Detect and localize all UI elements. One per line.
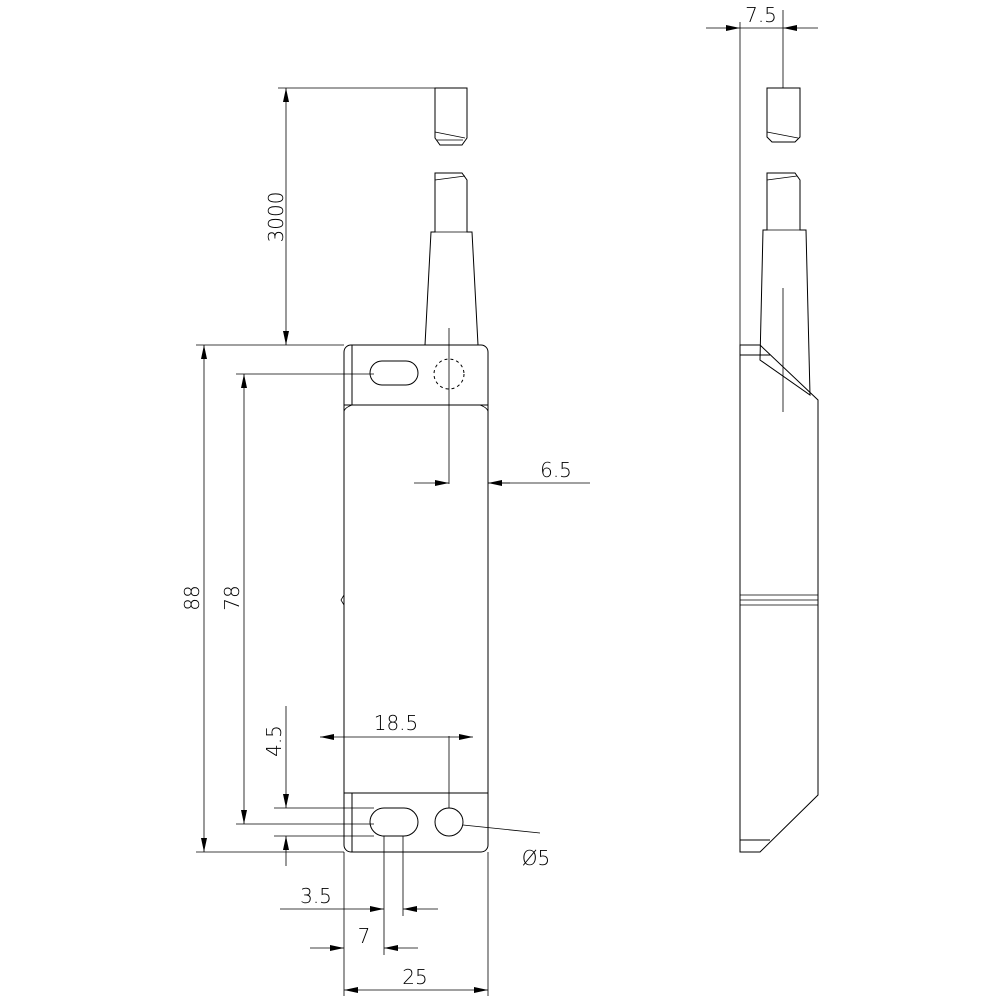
dim-3000-label: 3000	[264, 192, 288, 243]
side-view: 7.5	[706, 3, 819, 853]
top-slot	[369, 358, 465, 390]
front-view: 3000 88 78 4.5 6.5 18.5 3.5 7 25 Ø5	[180, 87, 590, 996]
dim-18-5-label: 18.5	[374, 711, 419, 735]
side-dimension	[706, 10, 818, 345]
switch-body	[340, 328, 489, 853]
side-cable-strain-relief	[759, 172, 811, 412]
dimension-lines	[201, 88, 510, 993]
dim-78-label: 78	[220, 585, 244, 610]
bottom-slot	[369, 807, 464, 837]
cable-strain-relief	[424, 172, 479, 346]
dim-6-5-label: 6.5	[540, 458, 572, 482]
cable-end-top	[434, 87, 468, 146]
dim-25-label: 25	[402, 965, 427, 989]
dim-3-5-label: 3.5	[300, 884, 332, 908]
dim-7-5-label: 7.5	[745, 3, 777, 27]
dim-88-label: 88	[180, 585, 204, 610]
extension-lines	[196, 87, 590, 996]
side-cable-end-top	[766, 87, 801, 143]
dim-diameter-label: Ø5	[522, 846, 550, 870]
dim-4-5-label: 4.5	[262, 725, 286, 757]
dim-7-label: 7	[358, 924, 371, 948]
side-body	[739, 344, 819, 853]
